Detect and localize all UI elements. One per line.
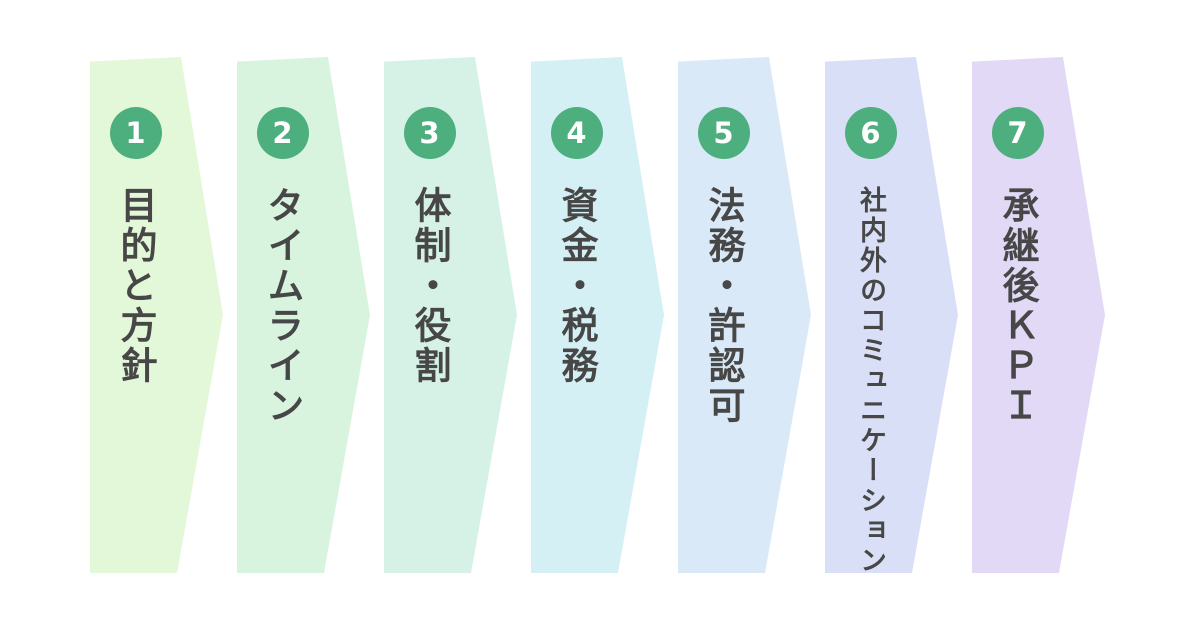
step-number: 1 xyxy=(125,115,146,150)
step-number: 3 xyxy=(419,115,440,150)
step-number-badge: 4 xyxy=(550,107,603,159)
step-number-badge: 1 xyxy=(109,107,162,159)
step-chevron-5: 5 法務・許認可 xyxy=(678,57,811,573)
step-chevron-7: 7 承継後ＫＰＩ xyxy=(972,57,1105,573)
step-label: 承継後ＫＰＩ xyxy=(996,186,1040,426)
step-label: 社内外のコミュニケーション xyxy=(855,186,886,576)
step-label: 体制・役割 xyxy=(408,186,452,386)
step-number-badge: 3 xyxy=(403,107,456,159)
step-chevron-4: 4 資金・税務 xyxy=(531,57,664,573)
step-number: 2 xyxy=(272,115,293,150)
step-chevron-6: 6 社内外のコミュニケーション xyxy=(825,57,958,573)
step-number: 4 xyxy=(566,115,587,150)
step-chevron-2: 2 タイムライン xyxy=(237,57,370,573)
step-label: タイムライン xyxy=(261,186,305,426)
step-number: 7 xyxy=(1007,115,1028,150)
step-chevron-1: 1 目的と方針 xyxy=(90,57,223,573)
step-number-badge: 7 xyxy=(991,107,1044,159)
step-number: 6 xyxy=(860,115,881,150)
step-label: 目的と方針 xyxy=(114,186,158,386)
step-label: 資金・税務 xyxy=(555,186,599,386)
step-number-badge: 5 xyxy=(697,107,750,159)
step-number-badge: 2 xyxy=(256,107,309,159)
step-label: 法務・許認可 xyxy=(702,186,746,426)
step-number-badge: 6 xyxy=(844,107,897,159)
step-number: 5 xyxy=(713,115,734,150)
step-chevron-row: 1 目的と方針 2 タイムライン 3 体制・役割 4 資金・税務 5 xyxy=(90,57,1105,573)
step-chevron-3: 3 体制・役割 xyxy=(384,57,517,573)
